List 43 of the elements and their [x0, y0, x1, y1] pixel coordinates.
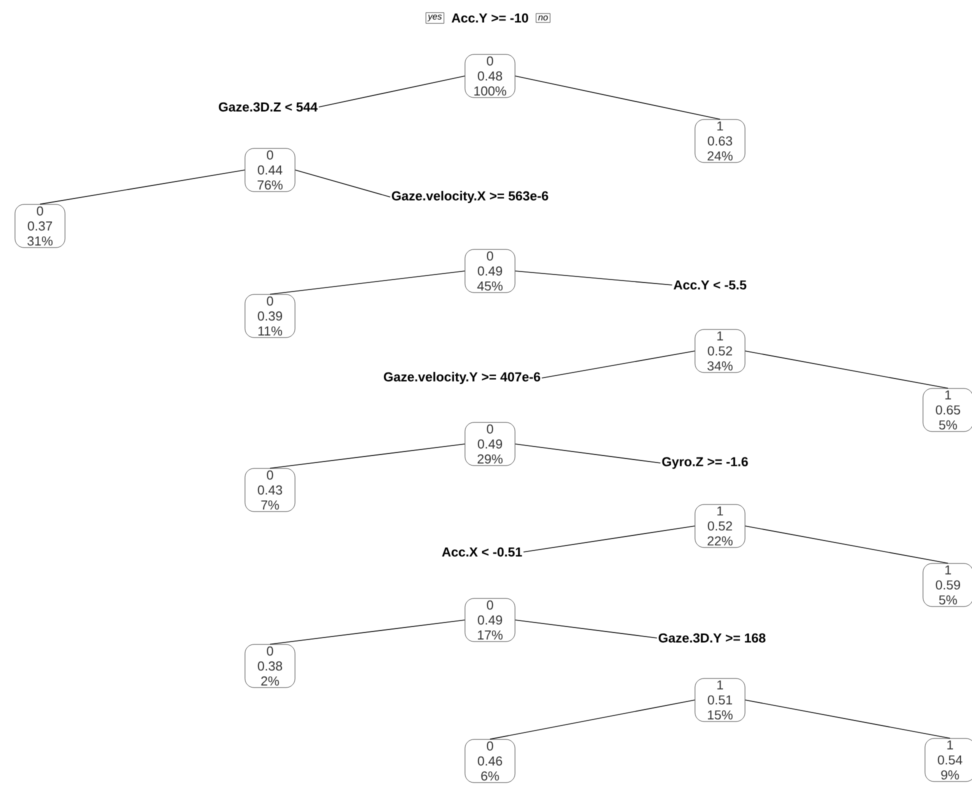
tree-node-box: 0 0.46 6%	[464, 739, 516, 783]
tree-node-box: 0 0.48 100%	[464, 54, 516, 98]
tree-node-box: 1 0.65 5%	[922, 388, 972, 432]
tree-node-box: 0 0.44 76%	[244, 148, 296, 192]
tree-node-box: 0 0.49 29%	[464, 422, 516, 466]
tree-node-box: 1 0.51 15%	[694, 678, 746, 722]
branch-line	[294, 170, 391, 198]
branch-line	[270, 444, 466, 469]
branch-line	[744, 350, 948, 389]
branch-line	[744, 526, 948, 564]
tree-node-box: 0 0.49 45%	[464, 249, 516, 293]
branch-line	[744, 700, 950, 739]
direction-tag: yes	[426, 12, 444, 24]
tree-node-box: 1 0.63 24%	[694, 119, 746, 163]
branch-line	[40, 170, 246, 205]
tree-node-box: 0 0.49 17%	[464, 598, 516, 642]
direction-tag: no	[536, 13, 550, 23]
tree-node-box: 0 0.39 11%	[244, 294, 296, 338]
tree-node-box: 1 0.52 34%	[694, 329, 746, 373]
branch-line	[514, 444, 661, 464]
tree-node-box: 0 0.37 31%	[14, 204, 66, 248]
branch-line	[514, 76, 720, 120]
branch-line	[318, 76, 466, 108]
branch-line	[541, 350, 696, 378]
tree-node-box: 1 0.54 9%	[924, 738, 972, 782]
branch-line	[523, 526, 696, 552]
split-label: Gaze.velocity.Y >= 407e-6	[384, 372, 540, 384]
tree-node-box: 1 0.59 5%	[922, 563, 972, 607]
split-label: Acc.Y >= -10	[452, 13, 528, 23]
split-label: Gaze.3D.Y >= 168	[658, 633, 766, 643]
tree-node-box: 0 0.38 2%	[244, 644, 296, 688]
branch-line	[490, 700, 696, 740]
tree-node-box: 1 0.52 22%	[694, 504, 746, 548]
split-label: Acc.Y < -5.5	[674, 280, 746, 290]
branch-line	[514, 270, 673, 286]
tree-node-box: 0 0.43 7%	[244, 468, 296, 512]
split-label: Gaze.3D.Z < 544	[218, 102, 318, 112]
split-label: Gaze.velocity.X >= 563e-6	[392, 190, 548, 204]
split-label: Gyro.Z >= -1.6	[662, 457, 748, 469]
split-label: Acc.X < -0.51	[442, 547, 522, 557]
branch-line	[514, 620, 658, 638]
branch-line	[270, 620, 466, 645]
branch-line	[270, 270, 466, 295]
